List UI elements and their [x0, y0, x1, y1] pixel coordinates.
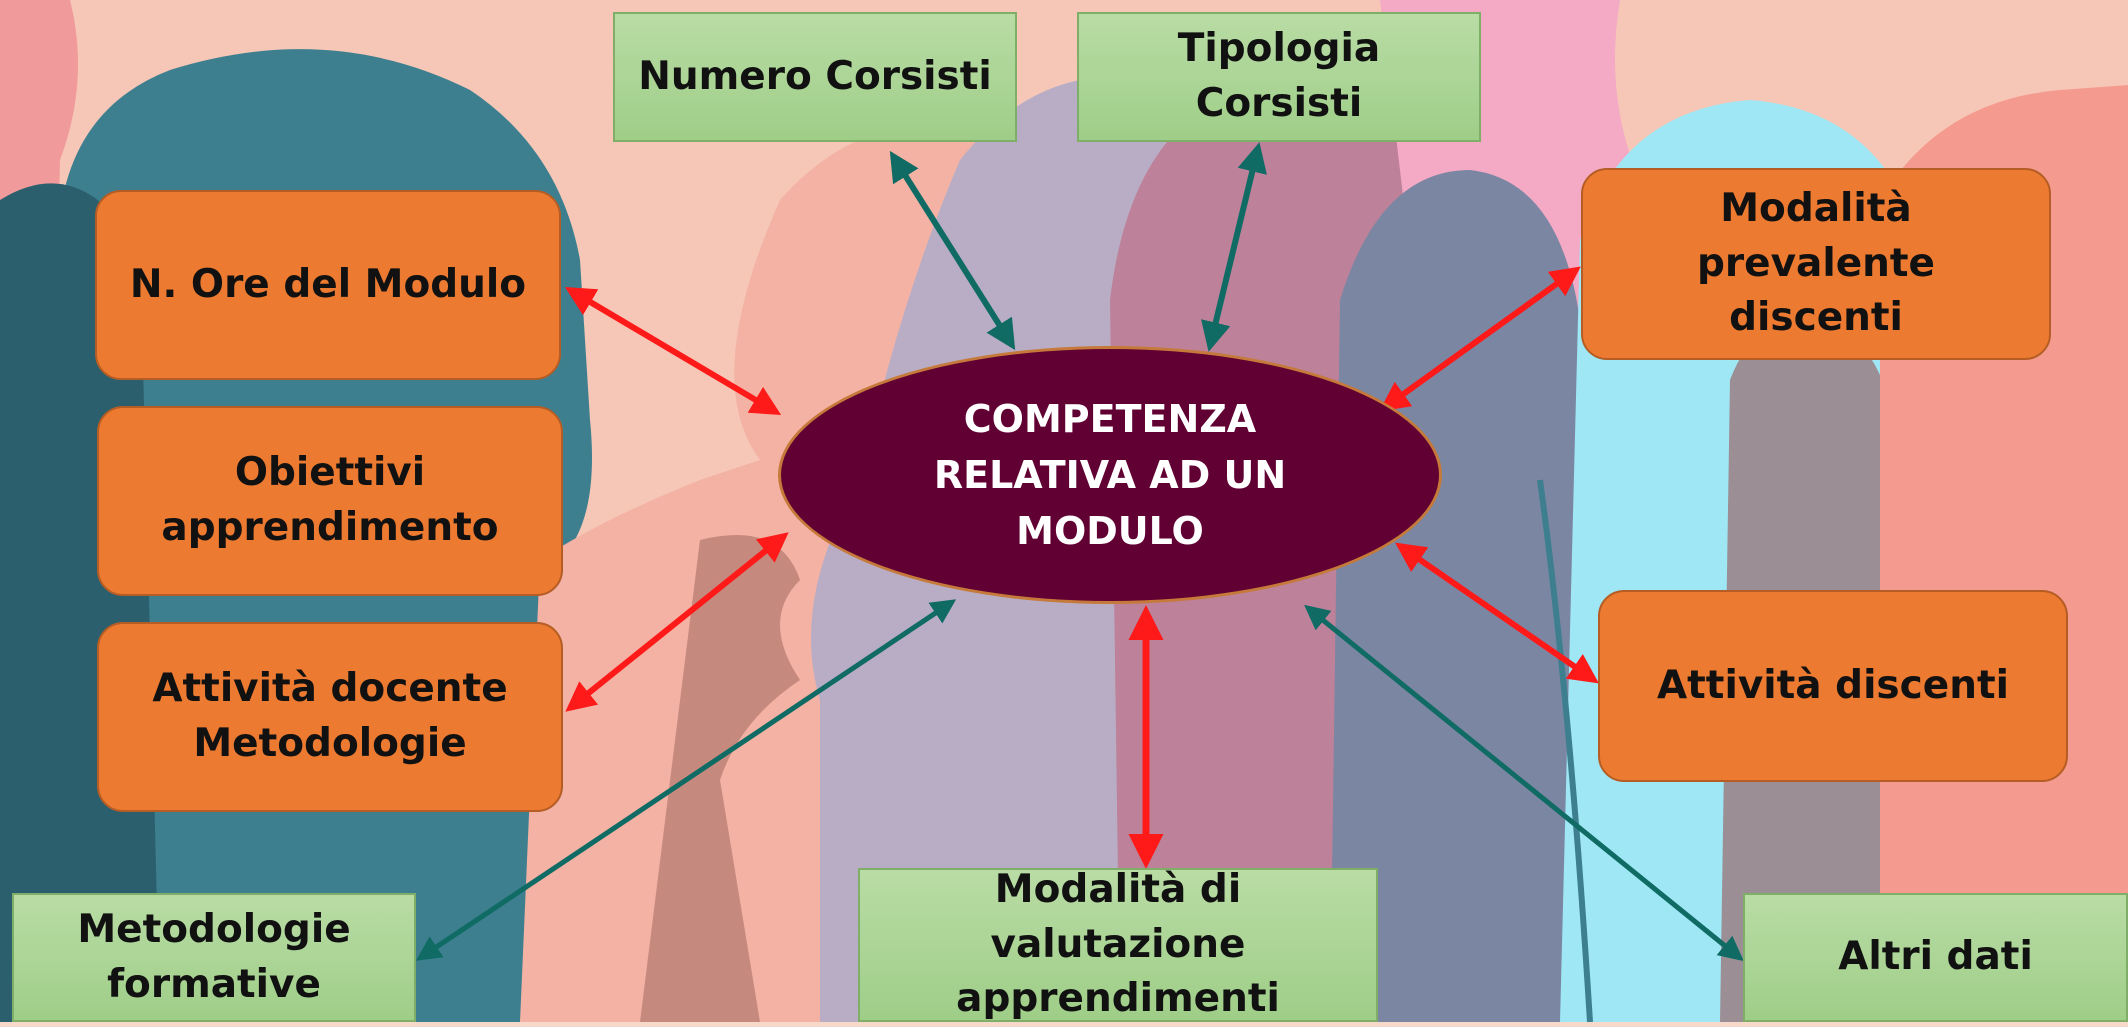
node-modalita-prevalente: Modalità prevalente discenti	[1581, 168, 2051, 360]
center-text: COMPETENZA RELATIVA AD UN MODULO	[933, 396, 1287, 554]
arrow-attivita-discenti	[1395, 542, 1599, 684]
arrow-altri-dati	[1304, 604, 1744, 962]
node-ore-modulo: N. Ore del Modulo	[95, 190, 561, 380]
arrow-tipologia-corsisti	[1201, 142, 1267, 352]
node-attivita-docente: Attività docente Metodologie	[97, 622, 563, 812]
center-ellipse: COMPETENZA RELATIVA AD UN MODULO	[778, 346, 1442, 604]
node-attivita-discenti: Attività discenti	[1598, 590, 2068, 782]
node-metodologie-formative: Metodologie formative	[12, 893, 416, 1022]
arrow-metodologie-formative	[415, 599, 957, 961]
node-altri-dati: Altri dati	[1743, 893, 2128, 1022]
node-obiettivi: Obiettivi apprendimento	[97, 406, 563, 596]
node-modalita-valutazione: Modalità di valutazione apprendimenti	[858, 867, 1378, 1022]
arrow-attivita-docente	[565, 532, 789, 712]
node-numero-corsisti: Numero Corsisti	[613, 12, 1017, 142]
node-tipologia-corsisti: Tipologia Corsisti	[1077, 12, 1481, 142]
arrow-modalita-prevalente	[1379, 266, 1581, 412]
arrow-numero-corsisti	[889, 150, 1016, 351]
arrow-ore-modulo	[564, 286, 782, 416]
